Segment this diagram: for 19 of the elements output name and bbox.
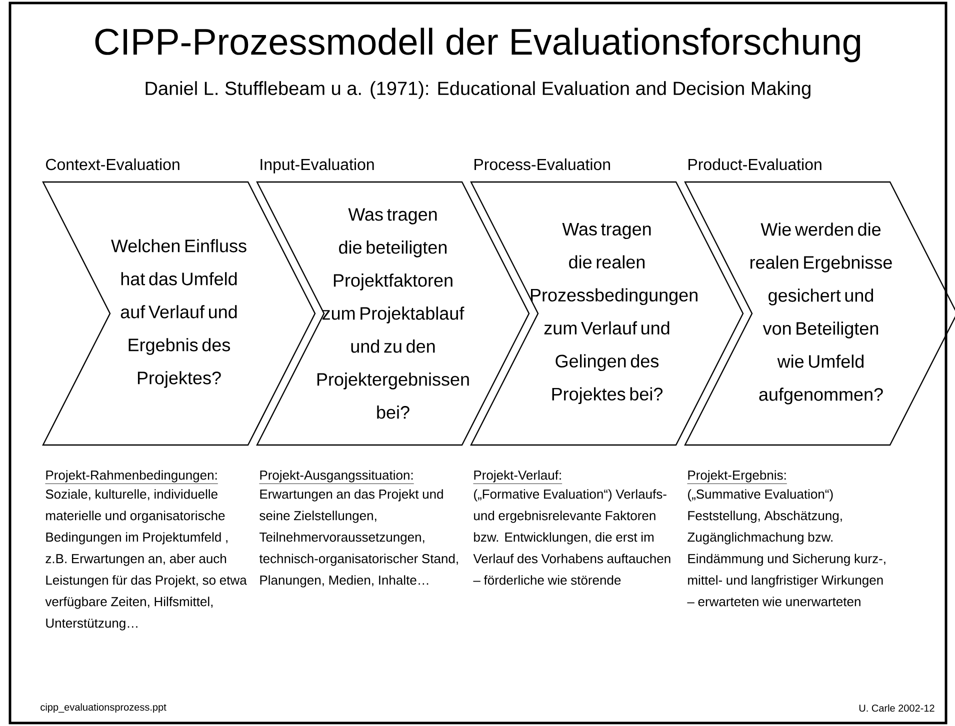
process-step: Welchen Einfluss hat das Umfeld auf Verlauf und Ergebnis des Projektes?: [42, 181, 316, 446]
process-step: Was tragen die beteiligten Projektfaktoren zum Projektablauf und zu den Projektergebnissen bei?: [256, 181, 530, 446]
description-text: Soziale, kulturelle, individuelle materielle und organisatorische Bedingungen im Projektumfeld , z.B. Erwartungen an, aber auch Leistungen für das Projekt, so etwa verfügbare Zeiten, Hilfsmittel, Unterstützung…: [45, 489, 247, 630]
description-heading: Projekt-Ergebnis:: [687, 470, 788, 484]
title: CIPP-Prozessmodell der Evaluationsforschung: [95, 28, 860, 62]
description-text: („Summative Evaluation“) Feststellung, Abschätzung, Zugänglichmachung bzw. Eindämmung und Sicherung kurz-, mittel- und langfristiger Wirkungen – erwarteten wie unerwarteten: [687, 489, 886, 606]
description-text: Erwartungen an das Projekt und seine Zielstellungen, Teilnehmervoraussetzungen, technisch-organisatorischer Stand, Planungen, Medien, Inhalte…: [259, 489, 458, 588]
stage-heading: Process-Evaluation: [474, 158, 610, 170]
footer-text: cipp_evaluationsprozess.ppt: [40, 703, 166, 713]
footer-text: U. Carle 2002-12: [859, 704, 934, 712]
stage-heading: Product-Evaluation: [688, 158, 822, 170]
description-heading: Projekt-Rahmenbedingungen:: [45, 470, 218, 484]
process-step: Was tragen die realen Prozessbedingungen zum Verlauf und Gelingen des Projektes bei?: [470, 181, 744, 446]
description-text: („Formative Evaluation“) Verlaufs- und ergebnisrelevante Faktoren bzw. Entwicklungen, die erst im Verlauf des Vorhabens auftauchen – förderliche wie störende: [473, 489, 670, 585]
description-heading: Projekt-Ausgangssituation:: [259, 470, 414, 484]
stage-heading: Context-Evaluation: [46, 158, 180, 170]
description-heading: Projekt-Verlauf:: [473, 470, 562, 484]
stage-heading: Input-Evaluation: [260, 158, 374, 174]
subtitle: Daniel L. Stufflebeam u a. (1971): Educational Evaluation and Decision Making: [146, 81, 810, 99]
